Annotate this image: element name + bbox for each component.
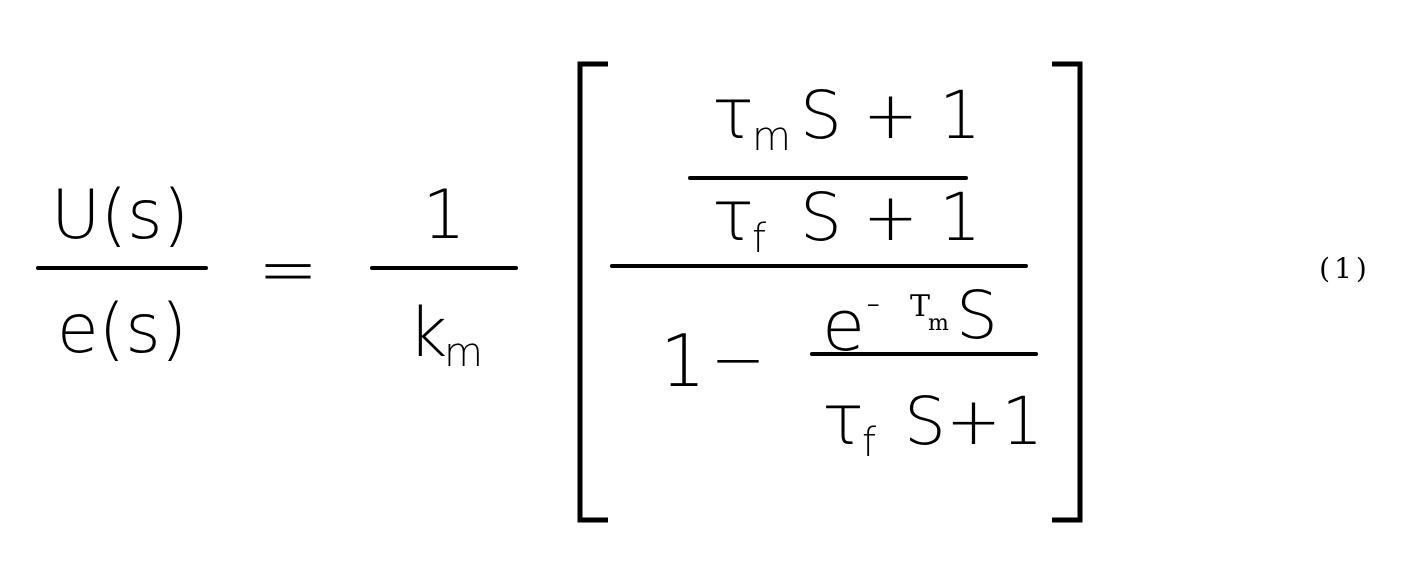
outer-num-bottom-rest: S + 1 [800, 179, 981, 256]
outer-den-lead: 1 [660, 319, 706, 403]
outer-den-minus: − [710, 321, 765, 398]
lhs-numerator: U(s) [51, 176, 189, 255]
outer-den-bottom-symbol: τ [822, 379, 864, 461]
exp-sup-symbol: T [910, 289, 930, 324]
outer-num-bottom-subscript: f [752, 216, 766, 262]
outer-numerator: τ m S + 1 τ f S + 1 [690, 73, 981, 262]
gain-denominator-subscript: m [444, 330, 483, 376]
left-bracket [580, 64, 608, 520]
equation-number: (1) [1319, 252, 1371, 285]
gain-numerator: 1 [422, 176, 465, 255]
right-bracket [1052, 64, 1080, 520]
outer-num-top-rest: S + 1 [800, 77, 981, 154]
outer-num-top-symbol: τ [712, 73, 754, 155]
outer-num-top-subscript: m [752, 114, 791, 160]
outer-denominator: 1 − e - T m S τ f S+1 [660, 277, 1043, 466]
lhs-denominator: e(s) [57, 290, 187, 369]
exp-sup-sign: - [866, 280, 880, 326]
exp-sup-subscript: m [928, 311, 949, 336]
gain-fraction: 1 k m [372, 176, 516, 376]
lhs-fraction: U(s) e(s) [38, 176, 206, 369]
gain-denominator-symbol: k [408, 294, 447, 373]
outer-den-bottom-rest: S+1 [904, 383, 1043, 460]
outer-num-bottom-symbol: τ [712, 175, 754, 257]
exp-sup-rest: S [956, 277, 998, 354]
outer-den-bottom-subscript: f [862, 420, 876, 466]
equals-sign: = [258, 227, 318, 311]
